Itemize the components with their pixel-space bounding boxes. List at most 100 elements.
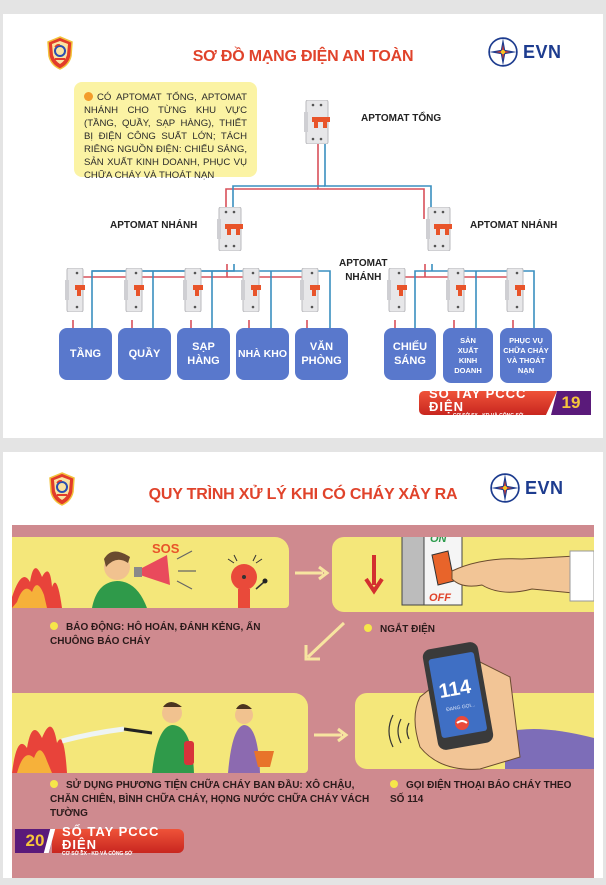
switch-on-label: ON [430,537,448,545]
evn-star-icon [489,472,521,504]
extinguish-illustration [12,702,274,773]
megaphone-icon [140,555,170,585]
dest-label: HÀNG [187,355,220,367]
info-note: CÓ APTOMAT TỔNG, APTOMAT NHÁNH CHO TỪNG … [74,82,257,181]
dest-label: QUẦY [128,348,161,360]
page-number: 19 [551,391,591,415]
dest-counter: QUẦY [118,328,171,380]
note-text: CÓ APTOMAT TỔNG, APTOMAT NHÁNH CHO TỪNG … [84,92,247,181]
extinguisher-icon [184,741,194,765]
person-purple [228,725,260,773]
arrow-right-icon [314,727,349,743]
banner-subtitle: CƠ SỞ SX - KD VÀ CÔNG SỞ [62,850,133,857]
bullet-icon [364,624,372,632]
dest-label: VÀ THOÁT [506,355,546,365]
wire-blue-main [324,144,432,219]
person-body [92,581,147,608]
caption-text: NGẮT ĐIỆN [380,624,435,635]
arrow-down-left-icon [304,621,346,661]
arrow-right-icon [295,565,330,581]
sub-breaker [446,268,466,312]
caption-text: BÁO ĐỘNG: HÔ HOÁN, ĐÁNH KẺNG, ẤN CHUÔNG … [50,622,261,647]
bullet-icon [50,622,58,630]
handbook-banner: SỔ TAY PCCC ĐIỆN CƠ SỞ SX - KD VÀ CÔNG S… [419,391,591,415]
dest-label: SẠP [192,341,215,353]
phone-call-illustration [388,714,594,769]
end-call-icon [455,716,469,730]
sub-breaker [183,268,203,312]
handbook-banner: 20 SỐ TAY PCCC ĐIỆN CƠ SỞ SX - KD VÀ CÔN… [15,825,184,857]
person-green [152,725,194,773]
label-branch-right: APTOMAT NHÁNH [470,220,558,231]
banner-title-block: SỐ TAY PCCC ĐIỆN CƠ SỞ SX - KD VÀ CÔNG S… [52,825,184,857]
dest-label: KINH [458,355,478,365]
step-caption-alarm: BÁO ĐỘNG: HÔ HOÁN, ĐÁNH KẺNG, ẤN CHUÔNG … [50,621,270,649]
dest-office: VĂN PHÒNG [295,328,348,380]
banner-subtitle: CƠ SỞ SX - KD VÀ CÔNG SỞ [452,412,524,419]
label-branch-middle-line1: APTOMAT [339,258,388,269]
power-switch-illustration: ON OFF [364,524,595,606]
page-title: SƠ ĐỒ MẠNG ĐIỆN AN TOÀN [192,48,414,65]
step-caption-extinguish: SỬ DỤNG PHƯƠNG TIỆN CHỮA CHÁY BAN ĐẦU: X… [50,779,370,821]
signal-waves-icon [388,714,410,748]
evn-brand-text: EVN [523,41,562,62]
sub-breaker [241,268,261,312]
evn-brand-text: EVN [525,477,564,498]
caption-text: GỌI ĐIỆN THOẠI BÁO CHÁY THEO SỐ 114 [390,780,572,805]
branch-breaker-left [217,207,243,251]
dest-label: CHỮA CHÁY [503,345,549,355]
water-spray [61,726,125,744]
bullet-icon [84,92,93,101]
dest-label: PHỤC VỤ [509,335,543,345]
banner-title: SỔ TAY PCCC ĐIỆN [429,385,527,414]
sub-breaker [65,268,85,312]
sub-breaker [505,268,525,312]
step-caption-cut-power: NGẮT ĐIỆN [364,623,435,637]
hand-icon [451,554,595,596]
dest-label: XUẤT [457,345,479,355]
branch-breaker-right [426,207,452,251]
scene-cut-power: ON OFF [332,524,595,612]
dest-label: VĂN [309,341,334,353]
dest-label: TẦNG [69,348,102,360]
dest-stall: SẠP HÀNG [177,328,230,380]
dest-label: CHIẾU [392,341,428,353]
sub-breaker [387,268,407,312]
label-main-breaker: APTOMAT TỔNG [361,113,442,124]
procedure-panel: SOS BÁO ĐỘNG: HÔ HOÁN, ĐÁNH KẺNG, ẤN CHU… [12,524,595,878]
scene-alarm: SOS [12,537,289,608]
page-title: QUY TRÌNH XỬ LÝ KHI CÓ CHÁY XẢY RA [148,486,458,503]
caption-text: SỬ DỤNG PHƯƠNG TIỆN CHỮA CHÁY BAN ĐẦU: X… [50,780,370,819]
sub-breaker [124,268,144,312]
bucket-icon [254,751,274,767]
dest-label: NẠN [517,365,535,375]
dest-label: SẢN [460,335,476,345]
evn-logo: EVN [487,36,562,68]
page-fire-response-procedure: QUY TRÌNH XỬ LÝ KHI CÓ CHÁY XẢY RA EVN S… [3,452,603,878]
dest-warehouse: NHÀ KHO [236,328,289,380]
wire-red-main [317,144,425,219]
sos-text: SOS [152,541,180,556]
main-breaker [304,100,330,144]
dest-label: SÁNG [394,355,426,367]
evn-logo: EVN [489,472,564,504]
bullet-icon [50,780,58,788]
dest-label: PHÒNG [301,355,342,367]
dest-floor: TẦNG [59,328,112,380]
label-branch-middle-line2: NHÁNH [345,272,382,283]
dest-label: DOANH [454,365,482,375]
label-branch-middle: APTOMAT NHÁNH [339,257,388,285]
dest-lighting: CHIẾU SÁNG [384,328,436,380]
bullet-icon [390,780,398,788]
scene-extinguish [12,693,308,773]
banner-title-block: SỔ TAY PCCC ĐIỆN CƠ SỞ SX - KD VÀ CÔNG S… [419,391,557,415]
step-caption-call: GỌI ĐIỆN THOẠI BÁO CHÁY THEO SỐ 114 [390,779,580,807]
phone-icon: 114 ĐANG GỌI... [414,642,521,770]
dest-label: NHÀ KHO [238,348,287,360]
sub-breaker [300,268,320,312]
banner-title: SỐ TAY PCCC ĐIỆN [62,823,160,852]
phone-status: ĐANG GỌI... [446,702,476,713]
page-safe-electrical-network: SƠ ĐỒ MẠNG ĐIỆN AN TOÀN EVN CÓ APTOMAT T… [3,14,603,438]
